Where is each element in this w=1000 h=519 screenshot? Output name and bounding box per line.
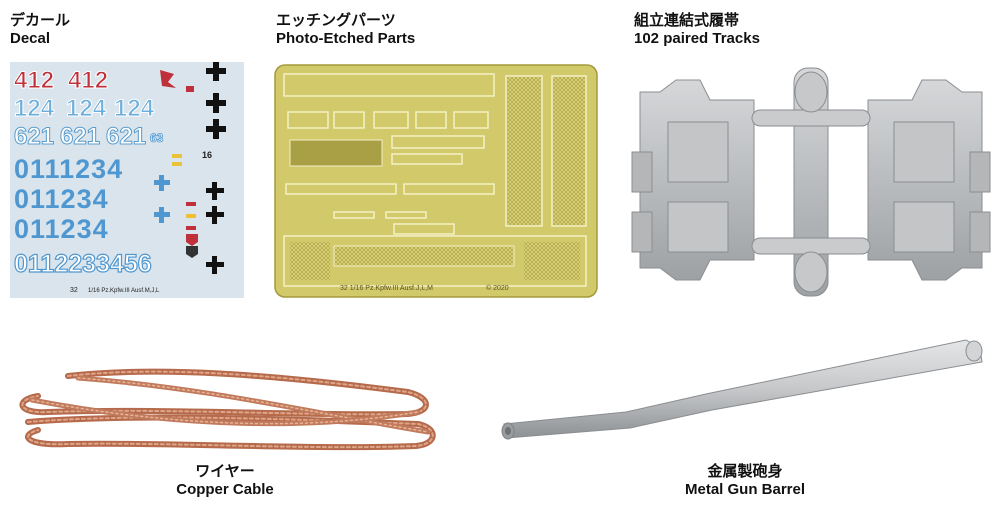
decal-63: 63 bbox=[150, 131, 164, 145]
red-emblem-icons bbox=[160, 70, 198, 258]
etched-fret-image: 32 1/16 Pz.Kpfw.III Ausf.J,L,M © 2020 bbox=[274, 64, 598, 298]
decal-412-b: 412 bbox=[68, 67, 108, 94]
tracks-caption: 組立連結式履帯 102 paired Tracks bbox=[634, 12, 760, 48]
decal-124-c: 124 bbox=[114, 95, 155, 122]
decal-124: 124 bbox=[14, 95, 55, 122]
track-links bbox=[628, 62, 994, 302]
decal-sheet: 412 412 124 124 124 621 621 621 0111234 … bbox=[10, 62, 244, 298]
etched-caption-en: Photo-Etched Parts bbox=[276, 30, 416, 47]
cable-caption: ワイヤー Copper Cable bbox=[150, 463, 300, 499]
tracks-caption-jp: 組立連結式履帯 bbox=[634, 12, 740, 29]
etched-copyright: © 2020 bbox=[486, 284, 509, 292]
decal-621-c: 621 bbox=[106, 123, 146, 150]
decal-caption-en: Decal bbox=[10, 30, 51, 47]
etched-sheet-label: 32 1/16 Pz.Kpfw.III Ausf.J,L,M bbox=[340, 285, 433, 292]
barrel-caption: 金属製砲身 Metal Gun Barrel bbox=[660, 463, 830, 499]
tracks-caption-en: 102 paired Tracks bbox=[634, 30, 760, 47]
decal-row6: 0112233456 bbox=[14, 250, 152, 278]
decal-row5: 011234 bbox=[14, 184, 109, 214]
decal-124-b: 124 bbox=[66, 95, 107, 122]
decal-621: 621 bbox=[14, 123, 54, 150]
metal-gun-barrel-image bbox=[501, 339, 983, 440]
balkenkreuz-icons bbox=[206, 62, 226, 274]
etched-fret: 32 1/16 Pz.Kpfw.III Ausf.J,L,M © 2020 bbox=[274, 64, 598, 298]
decal-row4: 0111234 bbox=[14, 154, 123, 184]
etched-small-parts bbox=[285, 111, 495, 235]
decal-sheet-label: 1/16 Pz.Kpfw.III Ausf.M,J,L bbox=[88, 288, 160, 294]
decal-caption-jp: デカール bbox=[10, 12, 71, 29]
barrel-caption-jp: 金属製砲身 bbox=[707, 463, 783, 480]
decal-621-b: 621 bbox=[60, 123, 100, 150]
etched-caption-jp: エッチングパーツ bbox=[276, 12, 396, 29]
decal-row5b: 011234 bbox=[14, 214, 109, 244]
decal-16: 16 bbox=[202, 150, 212, 160]
copper-cable bbox=[8, 352, 440, 456]
yellow-marks-icons bbox=[172, 154, 182, 166]
blue-cross-icons bbox=[154, 175, 170, 223]
metal-gun-barrel bbox=[496, 332, 990, 452]
track-links-image bbox=[631, 67, 991, 297]
decal-sheet-image: 412 412 124 124 124 621 621 621 0111234 … bbox=[10, 62, 244, 298]
copper-cable-image bbox=[19, 368, 436, 451]
decal-sheet-number: 32 bbox=[70, 287, 78, 294]
cable-caption-en: Copper Cable bbox=[176, 481, 274, 498]
etched-caption: エッチングパーツ Photo-Etched Parts bbox=[276, 12, 415, 48]
cable-caption-jp: ワイヤー bbox=[195, 463, 255, 480]
decal-caption: デカール Decal bbox=[10, 12, 70, 48]
decal-412: 412 bbox=[14, 67, 54, 94]
barrel-caption-en: Metal Gun Barrel bbox=[684, 481, 806, 498]
